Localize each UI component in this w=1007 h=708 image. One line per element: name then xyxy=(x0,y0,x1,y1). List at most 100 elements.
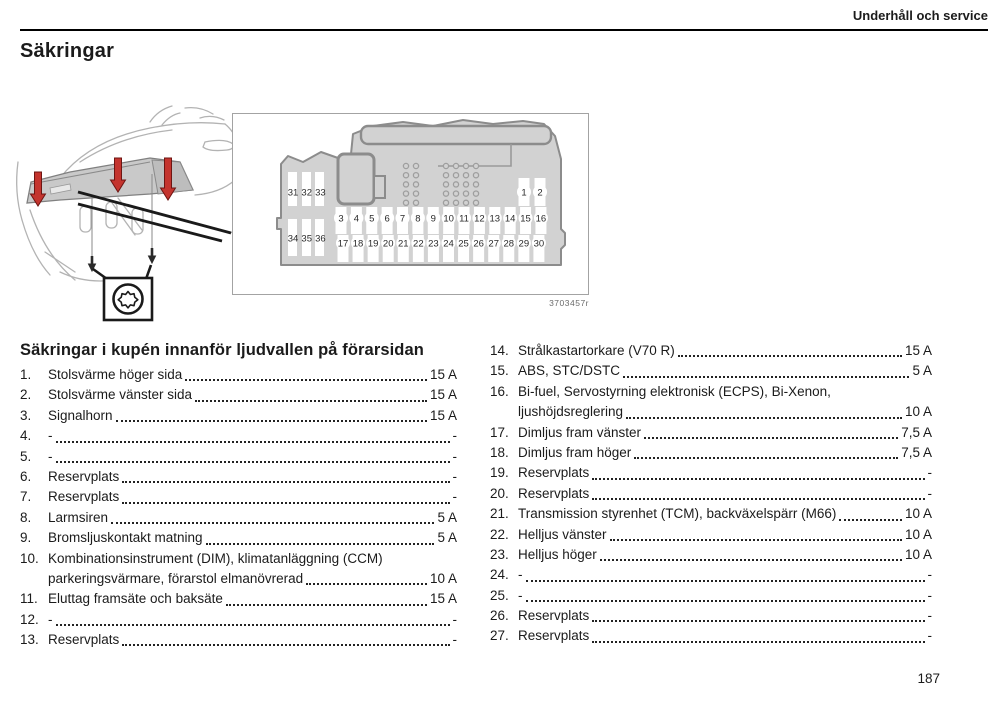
fuse-slot-number: 2 xyxy=(537,187,542,198)
fuse-number: 15. xyxy=(490,363,509,379)
fuse-list-item: 7.Reservplats- xyxy=(20,487,457,507)
fuse-label: Reservplats xyxy=(48,632,120,648)
connector-dot xyxy=(452,162,460,170)
fuse-slot-number: 10 xyxy=(443,213,454,224)
fuse-list-item: 19.Reservplats- xyxy=(490,463,932,483)
fuse-amperage: - xyxy=(452,468,458,484)
number-halo xyxy=(395,211,410,225)
connector-dot xyxy=(472,171,480,179)
dotted-leader xyxy=(55,618,450,627)
fuse-amperage: - xyxy=(927,608,933,624)
connector-dot xyxy=(452,171,460,179)
connector-dot xyxy=(402,199,410,207)
dotted-leader xyxy=(115,414,427,423)
fuse-amperage: 10 A xyxy=(904,546,932,562)
arrow-icon xyxy=(29,171,47,207)
number-halo xyxy=(364,211,379,225)
fuse-slot xyxy=(288,219,297,256)
fuse-slot-number: 22 xyxy=(413,238,424,249)
dotted-leader xyxy=(592,492,925,501)
connector-dot xyxy=(462,199,470,207)
fuse-amperage: 5 A xyxy=(437,530,457,546)
number-halo xyxy=(426,236,441,250)
fuse-label: Stolsvärme höger sida xyxy=(48,367,183,382)
number-halo xyxy=(351,236,366,250)
fuse-number: 12. xyxy=(20,611,39,627)
panel-location-arrows xyxy=(29,157,177,207)
dotted-leader xyxy=(55,435,450,443)
fuse-amperage: 15 A xyxy=(429,591,457,607)
number-halo xyxy=(517,185,531,199)
connector-dot xyxy=(452,199,460,207)
relay-tab xyxy=(373,175,386,199)
fuse-slot-number: 11 xyxy=(459,213,469,224)
fuse-amperage: - xyxy=(927,567,933,583)
connector-dot xyxy=(442,171,450,179)
fuse-slot-number: 17 xyxy=(338,238,349,249)
dotted-leader xyxy=(592,472,925,480)
fuse-amperage: - xyxy=(452,611,458,627)
fuse-list-item: 13.Reservplats- xyxy=(20,630,457,650)
dotted-leader xyxy=(225,598,427,606)
number-halo xyxy=(503,211,518,225)
fuse-label: Signalhorn xyxy=(48,407,113,423)
connector-dot xyxy=(472,190,480,197)
number-halo xyxy=(441,236,456,250)
fuse-list-item: 12.-- xyxy=(20,610,457,630)
fuse-number: 2. xyxy=(20,387,32,403)
fuse-amperage: - xyxy=(452,489,458,505)
fuse-amperage: 10 A xyxy=(904,404,932,420)
fuse-label: Kombinationsinstrument (DIM), klimatanlä… xyxy=(48,550,383,566)
fuse-list-item: parkeringsvärmare, förarstol elmanövrera… xyxy=(20,569,457,589)
fuse-slot-number: 14 xyxy=(505,213,516,224)
dotted-leader xyxy=(122,638,450,647)
fuse-slot xyxy=(315,172,324,206)
fuse-slot-number: 25 xyxy=(458,238,469,249)
fuse-label: - xyxy=(48,448,53,464)
connector-dot xyxy=(472,181,480,188)
connector-dot xyxy=(472,199,480,207)
connector-dot xyxy=(402,181,410,188)
connector-dot xyxy=(462,171,470,179)
fuse-amperage: - xyxy=(927,587,933,603)
fuse-label: parkeringsvärmare, förarstol elmanövrera… xyxy=(48,570,304,586)
fuse-number: 19. xyxy=(490,465,509,481)
fuse-number: 8. xyxy=(20,509,32,525)
connector-dot xyxy=(452,181,460,188)
fuse-list-item: 16.Bi-fuel, Servostyrning elektronisk (E… xyxy=(490,382,932,402)
fuse-amperage: 15 A xyxy=(429,387,457,403)
torx-tool-inset xyxy=(92,264,154,322)
dotted-leader xyxy=(525,574,925,582)
connector-dot xyxy=(442,190,450,197)
fuse-slot-number: 5 xyxy=(369,213,374,224)
fuse-slot-number: 36 xyxy=(315,233,326,244)
fuse-label: Reservplats xyxy=(518,608,590,624)
fuse-slot-number: 13 xyxy=(490,213,501,224)
fuse-list-item: 25.-- xyxy=(490,586,932,606)
fuse-slot-number: 29 xyxy=(519,238,530,249)
screw-icon xyxy=(87,248,157,273)
fuse-slot-number: 7 xyxy=(400,213,405,224)
connector-dot xyxy=(412,190,420,197)
number-halo xyxy=(456,236,471,250)
connector-dot xyxy=(462,162,470,170)
dotted-leader xyxy=(195,394,427,402)
page-title: Säkringar xyxy=(20,40,115,62)
dotted-leader xyxy=(55,455,450,463)
fuse-list-item: 10.Kombinationsinstrument (DIM), klimata… xyxy=(20,549,457,569)
fuse-label: Reservplats xyxy=(518,485,590,501)
number-halo xyxy=(516,236,531,250)
fuse-slot-number: 23 xyxy=(428,238,439,249)
section-heading: Säkringar i kupén innanför ljudvallen på… xyxy=(20,341,424,359)
number-halo xyxy=(471,236,486,250)
dotted-leader xyxy=(205,537,435,545)
dotted-leader xyxy=(592,614,925,623)
fuse-slot-number: 1 xyxy=(521,187,526,198)
fuse-label: Helljus höger xyxy=(518,546,597,562)
